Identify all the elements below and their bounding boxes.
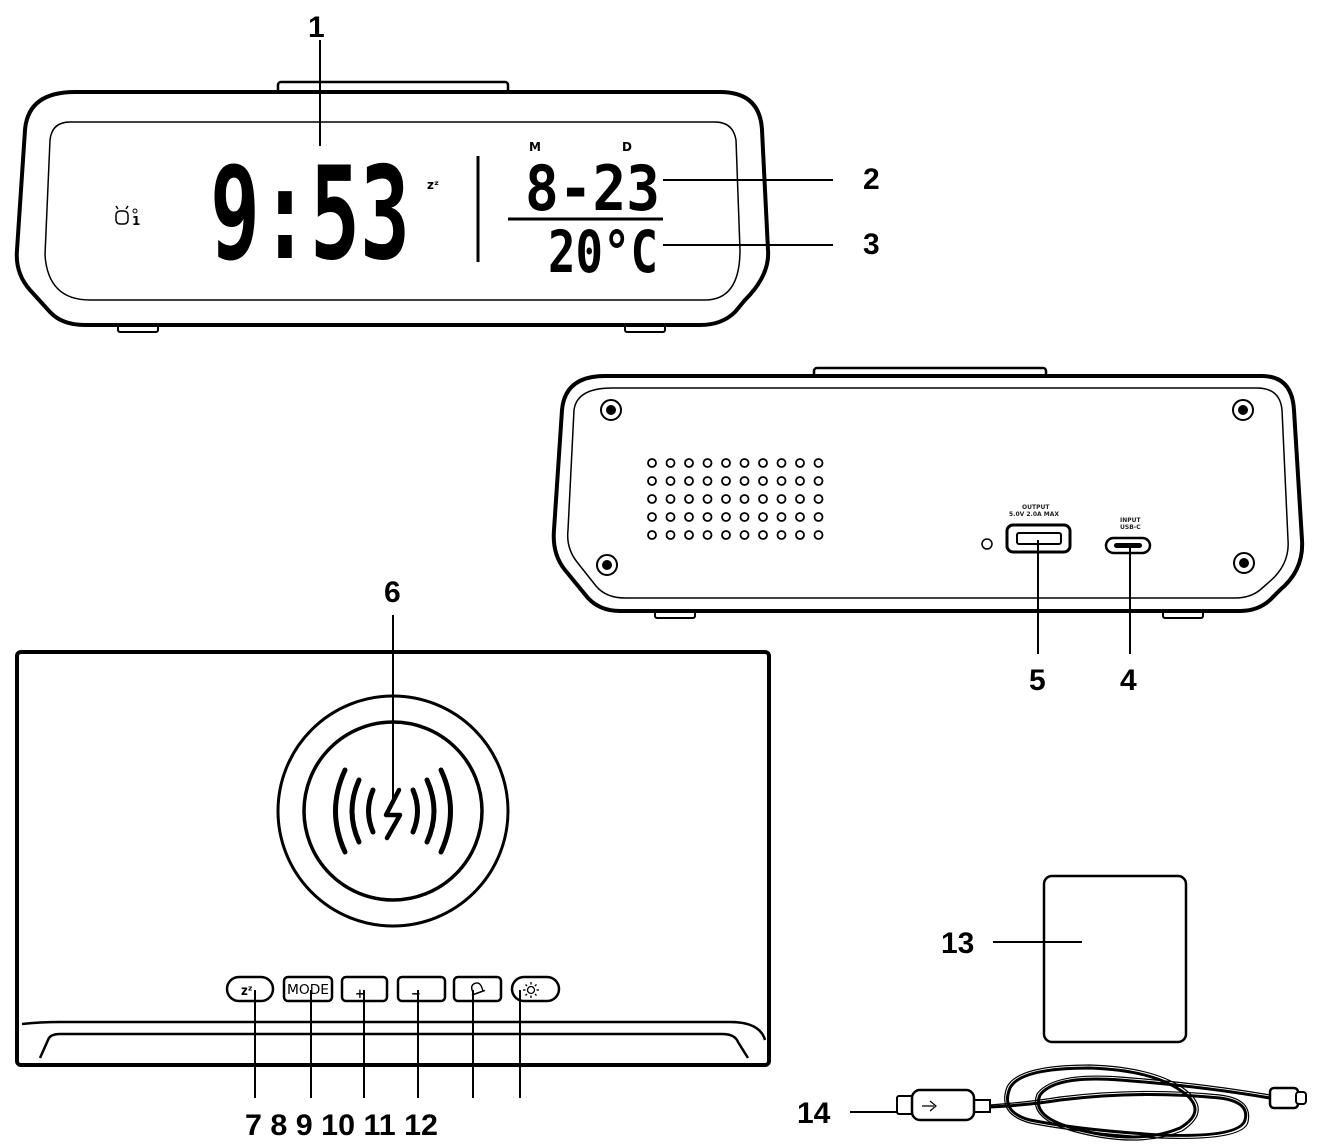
time-display: 9:53: [210, 140, 410, 289]
callout-4: 4: [1120, 664, 1137, 697]
speaker-hole: [665, 512, 676, 522]
speaker-hole: [702, 512, 713, 522]
speaker-hole: [647, 512, 657, 522]
speaker-hole: [721, 476, 731, 486]
speaker-hole: [702, 530, 713, 540]
speaker-hole: [776, 476, 787, 486]
speaker-hole: [665, 494, 676, 504]
output-rating: 5.0V 2.0A MAX: [1009, 511, 1059, 518]
display-screen: [44, 121, 741, 301]
date-display: 8-23: [525, 152, 660, 225]
front-lip: [20, 1022, 765, 1062]
snooze-button[interactable]: zᶻ: [225, 975, 275, 1003]
speaker-hole: [776, 494, 787, 504]
alarm-indicator: 1: [115, 205, 140, 228]
speaker-hole: [795, 512, 805, 522]
speaker-hole: [665, 530, 676, 540]
screw-bottom-right: [1233, 552, 1255, 574]
speaker-hole: [665, 458, 676, 468]
speaker-hole: [647, 494, 657, 504]
callout-14: 14: [797, 1097, 831, 1130]
speaker-hole: [739, 458, 750, 468]
speaker-hole: [684, 530, 694, 540]
speaker-hole: [739, 530, 750, 540]
input-type: USB-C: [1120, 524, 1141, 531]
screw-top-right: [1232, 399, 1254, 421]
speaker-hole: [684, 494, 694, 504]
callout-3: 3: [863, 228, 880, 261]
speaker-hole: [702, 458, 713, 468]
speaker-hole: [758, 476, 768, 486]
speaker-grille: [647, 458, 824, 540]
usb-cable: [896, 1064, 1307, 1141]
temperature-display: 20°C: [548, 218, 658, 286]
reset-hole: [981, 538, 993, 550]
speaker-hole: [758, 458, 768, 468]
speaker-hole: [795, 458, 805, 468]
speaker-hole: [684, 458, 694, 468]
top-view: zᶻ MODE + −: [15, 576, 771, 1142]
speaker-hole: [721, 494, 731, 504]
mode-button[interactable]: MODE: [282, 975, 334, 1003]
screw-top-left: [600, 399, 622, 421]
speaker-hole: [721, 530, 731, 540]
speaker-hole: [721, 458, 731, 468]
speaker-hole: [647, 476, 657, 486]
speaker-hole: [739, 512, 750, 522]
month-label: M: [529, 140, 541, 154]
speaker-hole: [813, 512, 824, 522]
speaker-hole: [795, 530, 805, 540]
speaker-hole: [702, 494, 713, 504]
speaker-hole: [776, 512, 787, 522]
accessories: 13 14: [797, 874, 1307, 1141]
callout-13: 13: [941, 927, 974, 960]
speaker-hole: [795, 476, 805, 486]
alarm-indicator-number: 1: [132, 214, 140, 228]
input-label: INPUT: [1120, 517, 1142, 524]
svg-text:zᶻ: zᶻ: [241, 984, 253, 999]
svg-text:−: −: [411, 987, 421, 1002]
svg-text:MODE: MODE: [287, 983, 329, 998]
speaker-hole: [776, 530, 787, 540]
speaker-hole: [776, 458, 787, 468]
speaker-hole: [813, 458, 824, 468]
brightness-button[interactable]: [510, 975, 561, 1003]
speaker-hole: [758, 530, 768, 540]
speaker-hole: [795, 494, 805, 504]
sun-icon: [523, 982, 539, 998]
callout-1: 1: [308, 11, 325, 44]
alarm-button[interactable]: [452, 975, 503, 1003]
speaker-hole: [813, 494, 824, 504]
speaker-hole: [684, 512, 694, 522]
speaker-hole: [758, 494, 768, 504]
callout-sequence-7-12: 7 8 9 10 11 12: [245, 1109, 438, 1142]
speaker-hole: [647, 458, 657, 468]
rear-view: OUTPUT 5.0V 2.0A MAX INPUT USB-C 5 4: [551, 366, 1305, 697]
svg-text:+: +: [355, 987, 365, 1002]
callout-6: 6: [384, 576, 401, 609]
front-view: 1 9:53 zᶻ M D 8-23 20°C 1 2 3: [14, 11, 880, 333]
speaker-hole: [739, 476, 750, 486]
minus-button[interactable]: −: [396, 975, 447, 1003]
speaker-hole: [721, 512, 731, 522]
speaker-hole: [813, 530, 824, 540]
speaker-hole: [647, 530, 657, 540]
speaker-hole: [684, 476, 694, 486]
callout-5: 5: [1029, 664, 1046, 697]
day-label: D: [622, 140, 632, 154]
rear-panel-inner: [566, 387, 1289, 599]
speaker-hole: [758, 512, 768, 522]
output-label: OUTPUT: [1022, 504, 1050, 511]
speaker-hole: [739, 494, 750, 504]
speaker-hole: [702, 476, 713, 486]
speaker-hole: [813, 476, 824, 486]
manual-card: [1042, 874, 1188, 1044]
snooze-indicator: zᶻ: [427, 178, 439, 192]
wireless-charging-icon: [333, 767, 453, 855]
speaker-hole: [665, 476, 676, 486]
callout-2: 2: [863, 163, 880, 196]
screw-bottom-left: [596, 554, 618, 576]
